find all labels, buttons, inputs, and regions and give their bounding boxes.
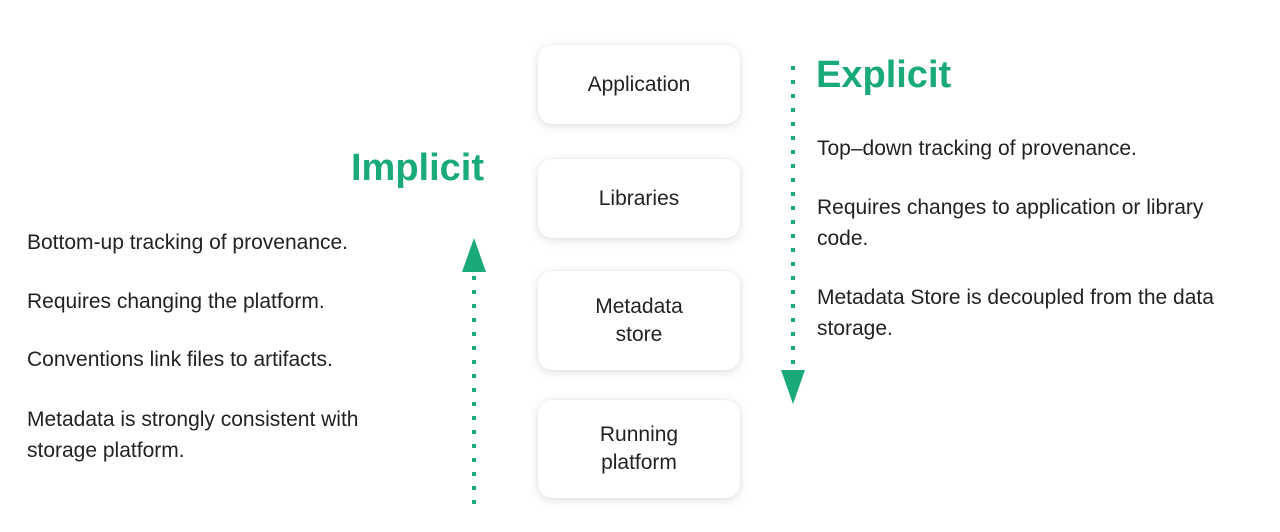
stack-box-application: Application (538, 45, 740, 124)
downward-arrow-icon (781, 66, 805, 404)
stack-box-application-label: Application (587, 72, 691, 96)
explicit-heading: Explicit (816, 54, 952, 96)
stack-box-libraries-label: Libraries (598, 186, 680, 210)
explicit-point-2: Requires changes to application or libra… (817, 196, 1204, 250)
stack-box-running-platform: Running platform (538, 400, 740, 498)
implicit-point-3: Conventions link files to artifacts. (27, 348, 333, 371)
upward-arrow-icon (462, 238, 486, 506)
stack-box-libraries: Libraries (538, 159, 740, 238)
downward-arrow-head (781, 370, 805, 404)
stack-box-running-platform-label: Running platform (599, 423, 679, 474)
stack-box-metadata-store: Metadata store (538, 271, 740, 370)
explicit-point-1: Top–down tracking of provenance. (817, 137, 1137, 160)
implicit-point-1: Bottom-up tracking of provenance. (27, 231, 349, 254)
stack-box-metadata-store-label: Metadata store (595, 294, 683, 346)
implicit-heading: Implicit (350, 147, 484, 189)
explicit-point-3: Metadata Store is decoupled from the dat… (817, 286, 1214, 340)
implicit-point-2: Requires changing the platform. (27, 290, 325, 313)
upward-arrow-head (462, 238, 486, 272)
implicit-point-4: Metadata is strongly consistent with sto… (27, 408, 359, 462)
